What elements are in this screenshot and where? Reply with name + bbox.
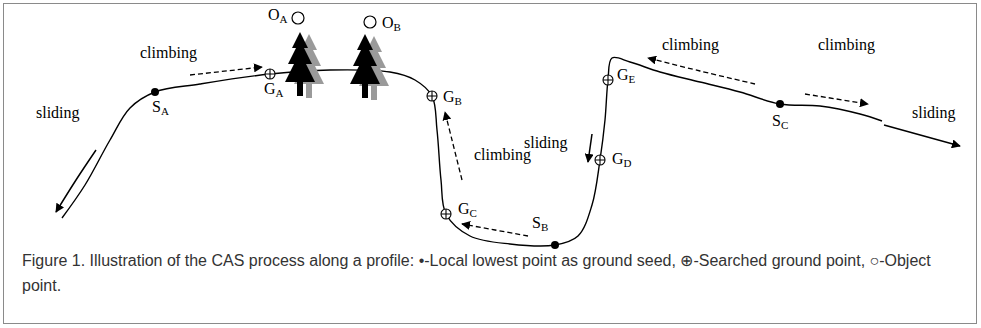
point-subscript: A (161, 105, 169, 117)
ground-point-ring (427, 91, 437, 101)
point-label: GB (443, 88, 462, 106)
ground-point-ring (265, 69, 275, 79)
point-label: GD (612, 150, 632, 168)
point-letter: G (458, 200, 470, 217)
ground-point (265, 69, 275, 79)
ground-point-cross (603, 75, 613, 85)
tree-icon (350, 34, 380, 98)
sliding-arrow (588, 134, 592, 162)
climbing-arrow (190, 67, 262, 75)
ground-seed (551, 241, 559, 249)
point-subscript: E (629, 73, 636, 85)
ground-point (595, 155, 605, 165)
climbing-arrow (805, 94, 868, 104)
point-label: OA (268, 6, 288, 24)
point-label: GC (458, 200, 477, 218)
sliding-arrow (884, 125, 960, 146)
point-letter: G (443, 88, 455, 105)
climbing-arrow (462, 224, 528, 236)
ground-point-cross (427, 91, 437, 101)
point-subscript: A (276, 87, 284, 99)
ground-point-ring (595, 155, 605, 165)
point-letter: O (268, 6, 280, 23)
point-subscript: D (624, 157, 632, 169)
point-label: SC (772, 112, 788, 130)
point-subscript: B (541, 221, 548, 233)
point-subscript: A (280, 13, 288, 25)
ground-point (427, 91, 437, 101)
point-letter: O (382, 14, 394, 31)
ground-point-cross (265, 69, 275, 79)
ground-point-cross (441, 209, 451, 219)
point-subscript: C (470, 207, 477, 219)
point-letter: G (617, 66, 629, 83)
object-point (292, 12, 304, 24)
climbing-arrow (648, 58, 755, 84)
point-label: SA (152, 98, 169, 116)
ground-point (441, 209, 451, 219)
point-label: OB (382, 14, 401, 32)
point-letter: G (612, 150, 624, 167)
point-letter: S (532, 214, 541, 231)
process-label: sliding (524, 134, 568, 152)
process-label: climbing (818, 36, 875, 54)
process-label: sliding (36, 104, 80, 122)
tree-icon (285, 32, 315, 96)
point-subscript: C (781, 119, 788, 131)
climbing-arrow (445, 112, 462, 180)
point-letter: S (152, 98, 161, 115)
ground-point-ring (441, 209, 451, 219)
figure-frame (4, 4, 977, 324)
ground-point-cross (595, 155, 605, 165)
ground-seed (151, 88, 159, 96)
process-label: climbing (662, 36, 719, 54)
point-label: GA (264, 80, 284, 98)
point-label: SB (532, 214, 548, 232)
point-label: GE (617, 66, 635, 84)
caption-block: Figure 1. Illustration of the CAS proces… (22, 248, 957, 298)
object-point (364, 16, 376, 28)
terrain-profile (62, 57, 882, 246)
ground-seed (776, 100, 784, 108)
point-subscript: B (455, 95, 462, 107)
point-letter: G (264, 80, 276, 97)
process-label: climbing (140, 44, 197, 62)
point-letter: S (772, 112, 781, 129)
sliding-arrow (56, 150, 96, 212)
figure-caption: Figure 1. Illustration of the CAS proces… (22, 248, 957, 298)
point-subscript: B (394, 21, 401, 33)
process-label: sliding (912, 104, 956, 122)
process-label: climbing (474, 146, 531, 164)
ground-point (603, 75, 613, 85)
ground-point-ring (603, 75, 613, 85)
